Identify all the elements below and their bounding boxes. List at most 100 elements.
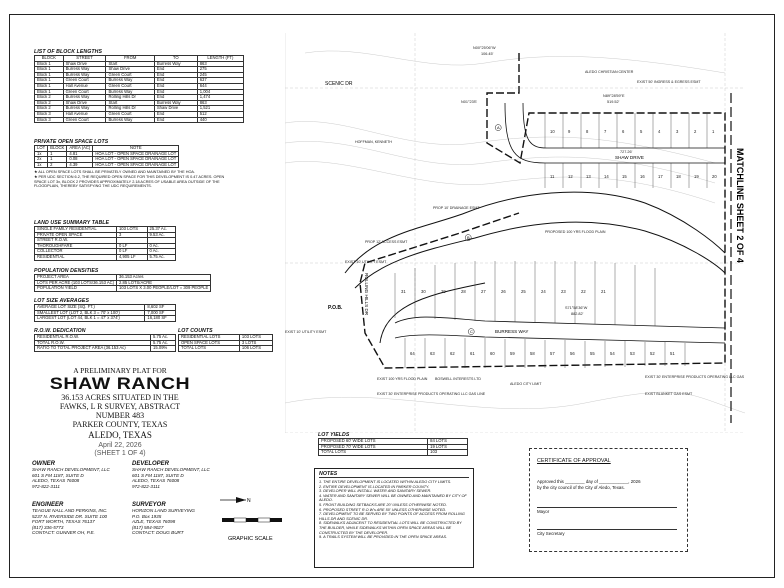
- owner-line: 601 S FM 1187, SUITE D: [32, 472, 84, 478]
- lot-number: 55: [590, 351, 595, 356]
- lot-number: 3: [676, 129, 679, 134]
- footnote: ★ ALL OPEN SPACE LOTS SHALL BE PRIVATELY…: [34, 170, 196, 175]
- certificate-line2: by the city council of the City of Aledo…: [537, 485, 625, 490]
- lot-number: 10: [550, 129, 555, 134]
- lot-number: 19: [694, 174, 699, 179]
- table-cell: 7,000 SF: [144, 309, 176, 317]
- table-cell: Rolling Hills Dr: [105, 94, 155, 101]
- lot-number: 5: [640, 129, 643, 134]
- open-space-title: PRIVATE OPEN SPACE LOTS: [34, 139, 109, 145]
- lot-size-table: LOT SIZE AVERAGES AVERAGE LOT SIZE (SQ. …: [33, 298, 176, 322]
- map-annotation: EXIST 100 YRS FLOOD PLAIN: [377, 377, 428, 381]
- lot-number: 7: [604, 129, 607, 134]
- note-item: 7. DEVELOPMENT TO BE SERVED BY TWO POINT…: [319, 512, 465, 521]
- lot-number: 21: [601, 289, 606, 294]
- note-item: 8. SIDEWALKS ADJACENT TO RESIDENTIAL LOT…: [319, 521, 462, 535]
- map-annotation: EXIST 10' UTILITY ESMT: [285, 330, 327, 334]
- certificate-title: CERTIFICATE OF APPROVAL: [537, 458, 611, 464]
- block-marker-circle: [494, 124, 502, 131]
- lot-number: 20: [712, 174, 717, 179]
- surveyor-line: AZLE, TEXAS 76098: [132, 519, 176, 525]
- lot-number: 9: [568, 129, 571, 134]
- notes-title: NOTES: [319, 471, 469, 478]
- lot-number: 58: [530, 351, 535, 356]
- engineer-line: FORT WORTH, TEXAS 76137: [32, 519, 95, 525]
- lot-lines: [394, 113, 708, 368]
- map-annotation: HOFFMAN, KENNETH: [355, 140, 392, 144]
- note-item: 9. A TRAILS SYSTEM WILL BE PROVIDED IN T…: [319, 535, 448, 540]
- block-lengths-title: LIST OF BLOCK LENGTHS: [34, 49, 103, 55]
- land-use-table: LAND USE SUMMARY TABLE SINGLE FAMILY RES…: [34, 220, 176, 261]
- plat-title-block: A PRELIMINARY PLAT FOR SHAW RANCH 36.153…: [34, 366, 206, 458]
- plat-line4: NUMBER 483: [95, 411, 145, 420]
- table-cell: PROPOSED 60' WIDE LOTS: [317, 438, 429, 445]
- lot-number: 64: [410, 351, 415, 356]
- table-cell: Green Court: [105, 83, 155, 90]
- surveyor-line: P.O. Box 1935: [132, 513, 162, 519]
- engineer-label: ENGINEER: [32, 502, 64, 508]
- lot-number: 29: [441, 289, 446, 294]
- table-cell: 440: [196, 116, 245, 124]
- lot-number: 4: [658, 129, 661, 134]
- lot-number: 56: [570, 351, 575, 356]
- pob-label: P.O.B.: [328, 305, 343, 311]
- lot-number: 8: [586, 129, 589, 134]
- table-cell: 5.75 Ac.: [150, 334, 176, 341]
- plat-sheet-number: (SHEET 1 OF 4): [94, 450, 146, 457]
- developer-line: SHAW RANCH DEVELOPMENT, LLC: [132, 467, 210, 472]
- table-cell: HOA LOT - OPEN SPACE DRAINAGE LOT: [92, 161, 180, 169]
- lot-number: 61: [470, 351, 475, 356]
- table-cell: End: [153, 116, 198, 124]
- table-cell: 863: [196, 60, 245, 68]
- table-cell: Burress Way: [105, 77, 155, 84]
- engineer-line: TEAGUE NALL AND PERKINS, INC.: [32, 508, 108, 513]
- surveyor-label: SURVEYOR: [132, 502, 166, 508]
- table-cell: 103: [427, 449, 468, 456]
- table-cell: 36.153 Acres: [116, 274, 212, 281]
- lot-number: 60: [490, 351, 495, 356]
- table-cell: 644: [196, 83, 245, 90]
- burress-way-label: BURRESS WAY: [495, 329, 528, 334]
- developer-line: ALEDO, TEXAS 76008: [132, 478, 180, 484]
- table-row: RATIO TO TOTAL PROJECT AREA (36.153 Ac)1…: [33, 345, 176, 352]
- table-cell: TOTAL R.O.W.: [33, 339, 152, 347]
- lot-number: 54: [610, 351, 615, 356]
- table-cell: 1,004: [196, 88, 245, 96]
- table-cell: 637: [196, 77, 245, 84]
- table-cell: PROPOSED 70' WIDE LOTS: [317, 443, 429, 451]
- table-cell: 1,474: [196, 94, 245, 101]
- lot-number: 26: [501, 289, 506, 294]
- lot-number: 13: [586, 174, 591, 179]
- lot-number: 25: [521, 289, 526, 294]
- lot-number: 30: [421, 289, 426, 294]
- lot-number: 1: [712, 129, 715, 134]
- lot-number: 12: [568, 174, 573, 179]
- map-annotation: EXIST 10' UTILITY ESMT: [345, 260, 387, 264]
- lot-number: 53: [630, 351, 635, 356]
- map-annotation: ALEDO CHRISTIAN CENTER: [585, 70, 634, 74]
- lot-yields-title: LOT YIELDS: [318, 432, 350, 438]
- bearing-label: N01°23'E: [461, 100, 477, 104]
- lot-number: 16: [640, 174, 645, 179]
- lot-number: 23: [561, 289, 566, 294]
- engineer-line: 5237 N. RIVERSIDE DR. SUITE 100: [32, 513, 108, 519]
- table-cell: Start: [105, 99, 155, 107]
- map-annotation: EXIST 30' ENTERPRISE PRODUCTS OPERATING …: [645, 375, 745, 379]
- owner-line: ALEDO, TEXAS 76008: [32, 478, 80, 484]
- table-cell: Burress Way: [105, 88, 155, 96]
- developer-line: 972-822-3111: [132, 483, 160, 489]
- table-cell: TOTAL LOTS: [178, 345, 240, 352]
- table-cell: 2: [47, 161, 68, 169]
- lot-counts-title: LOT COUNTS: [178, 328, 213, 334]
- lot-number: 6: [622, 129, 625, 134]
- lot-number: 63: [430, 351, 435, 356]
